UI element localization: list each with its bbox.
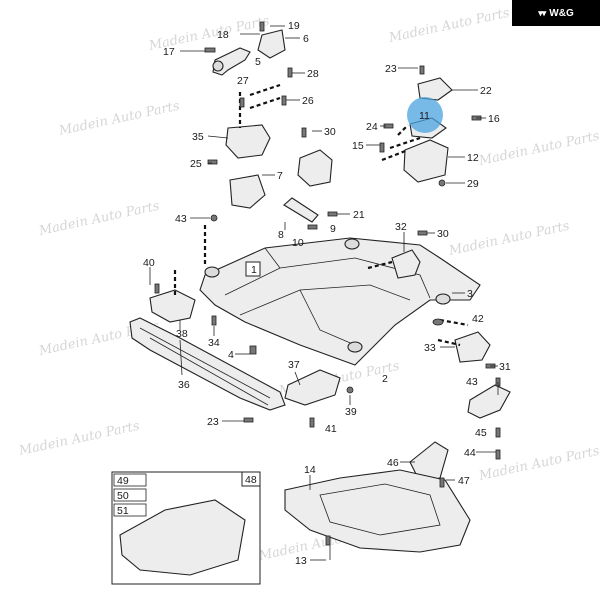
bracket-37 [284, 369, 341, 406]
callout-4: 4 [228, 349, 234, 361]
callout-8: 8 [278, 229, 284, 241]
svg-text:Madein Auto Parts: Madein Auto Parts [387, 6, 511, 46]
highlight-marker [407, 97, 443, 133]
bracket-32 [391, 249, 421, 279]
alignment-dashes [173, 83, 469, 347]
callout-13: 13 [295, 555, 307, 567]
callout-36: 36 [178, 379, 190, 391]
callout-7: 7 [277, 170, 283, 182]
callout-24: 24 [366, 121, 378, 133]
callout-27: 27 [237, 75, 249, 87]
mount-9 [297, 149, 333, 187]
callout-41: 41 [325, 423, 337, 435]
callout-43-right: 43 [466, 376, 478, 388]
bracket-12 [403, 139, 449, 183]
callout-39: 39 [345, 406, 357, 418]
callout-45: 45 [475, 427, 487, 439]
callout-30-top: 30 [324, 126, 336, 138]
callout-32: 32 [395, 221, 407, 233]
callout-44: 44 [464, 447, 476, 459]
callout-43-left: 43 [175, 213, 187, 225]
callout-38: 38 [176, 328, 188, 340]
callout-labels: 18 17 19 6 5 27 28 26 35 25 7 30 21 9 8 … [117, 20, 511, 567]
callout-42: 42 [472, 313, 484, 325]
svg-text:Madein Auto Parts: Madein Auto Parts [37, 199, 161, 239]
mount-22 [417, 77, 453, 101]
callout-5: 5 [255, 56, 261, 68]
svg-text:Madein Auto Parts: Madein Auto Parts [17, 419, 141, 459]
callout-51: 51 [117, 505, 129, 517]
subframe [199, 237, 481, 366]
callout-23-bottom: 23 [207, 416, 219, 428]
svg-text:Madein Auto Parts: Madein Auto Parts [57, 99, 181, 139]
callout-26: 26 [302, 95, 314, 107]
inset-box-48 [111, 471, 261, 585]
svg-text:Madein Auto Parts: Madein Auto Parts [447, 219, 571, 259]
callout-9: 9 [330, 223, 336, 235]
bracket-38 [149, 289, 196, 323]
mount-35 [225, 124, 271, 159]
front-crossmember [129, 317, 286, 411]
callout-1: 1 [251, 264, 257, 276]
wings-logo-icon: ▾▾ [538, 7, 546, 18]
svg-text:Madein Auto Parts: Madein Auto Parts [477, 129, 600, 169]
callout-33: 33 [424, 342, 436, 354]
callout-31: 31 [499, 361, 511, 373]
callout-11: 11 [419, 110, 430, 122]
callout-2: 2 [382, 373, 388, 385]
callout-17: 17 [163, 46, 175, 58]
callout-10: 10 [292, 237, 304, 249]
mount-33 [454, 331, 491, 363]
callout-25: 25 [190, 158, 202, 170]
callout-35: 35 [192, 131, 204, 143]
callout-12: 12 [467, 152, 479, 164]
callout-34: 34 [208, 337, 220, 349]
callout-30-right: 30 [437, 228, 449, 240]
svg-text:Madein Auto Parts: Madein Auto Parts [477, 444, 600, 484]
callout-48: 48 [245, 474, 257, 486]
callout-18: 18 [217, 29, 229, 41]
underbody-shield [284, 469, 471, 553]
brand-logo: ▾▾ W&G [512, 0, 600, 26]
part-1-box [245, 261, 261, 277]
callout-49: 49 [117, 475, 129, 487]
torque-rod-5 [212, 47, 251, 76]
mount-7 [229, 174, 266, 209]
callout-46: 46 [387, 457, 399, 469]
bracket-43 [467, 384, 511, 419]
callout-19: 19 [288, 20, 300, 32]
callout-29: 29 [467, 178, 479, 190]
callout-3: 3 [467, 288, 473, 300]
callout-47: 47 [458, 475, 470, 487]
leader-lines [149, 25, 499, 561]
callout-28: 28 [307, 68, 319, 80]
callout-16: 16 [488, 113, 500, 125]
brand-text: W&G [549, 7, 574, 19]
callout-40: 40 [143, 257, 155, 269]
callout-14: 14 [304, 464, 316, 476]
link-8-10 [283, 197, 319, 223]
callout-22: 22 [480, 85, 492, 97]
callout-21: 21 [353, 209, 365, 221]
callout-50: 50 [117, 490, 129, 502]
callout-23-top: 23 [385, 63, 397, 75]
bracket-6 [257, 29, 286, 59]
callout-37: 37 [288, 359, 300, 371]
callout-6: 6 [303, 33, 309, 45]
callout-15: 15 [352, 140, 364, 152]
